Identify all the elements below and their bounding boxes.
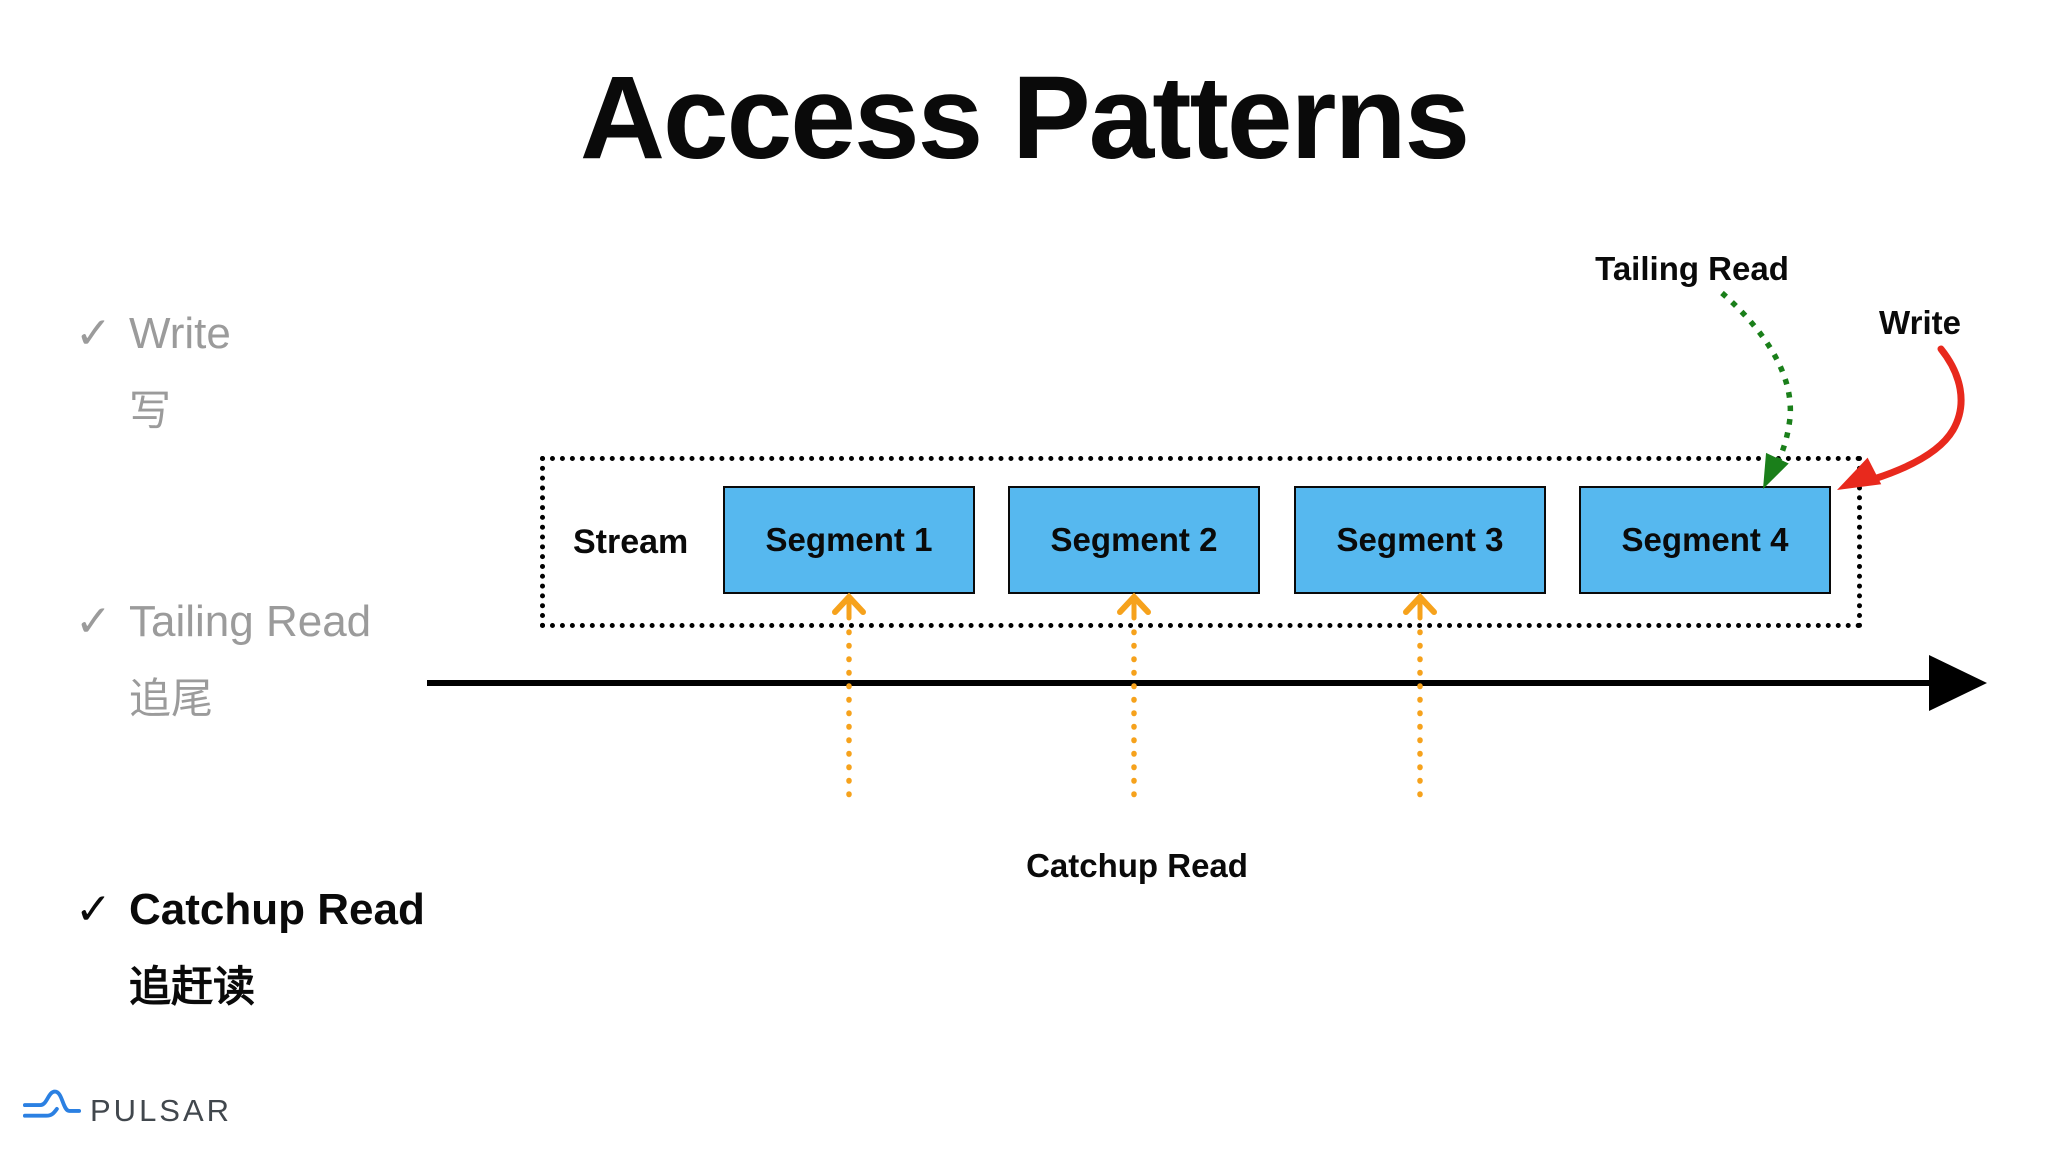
catchup-read-arrow-1 xyxy=(832,592,866,809)
catchup-read-arrow-3 xyxy=(1403,592,1437,809)
segment-1: Segment 1 xyxy=(723,486,975,594)
checklist-label: Write xyxy=(129,309,231,358)
tailing-read-label: Tailing Read xyxy=(1595,250,1789,287)
pulsar-logo-text: PULSAR xyxy=(90,1093,233,1128)
check-icon: ✓ xyxy=(75,597,112,646)
checklist-item-tailing-read: ✓ Tailing Read 追尾 xyxy=(75,596,371,724)
segment-2: Segment 2 xyxy=(1008,486,1260,594)
pulsar-logo: PULSAR xyxy=(22,1084,232,1132)
catchup-read-arrow-2 xyxy=(1117,592,1151,809)
checklist-item-write: ✓ Write 写 xyxy=(75,308,231,436)
stream-label: Stream xyxy=(573,523,689,561)
page-title: Access Patterns xyxy=(579,52,1470,184)
pulsar-logo-icon xyxy=(22,1089,82,1118)
checklist-label: Tailing Read xyxy=(129,597,372,646)
segment-4: Segment 4 xyxy=(1579,486,1831,594)
check-icon: ✓ xyxy=(75,885,112,934)
checklist-label-cjk: 追尾 xyxy=(129,675,214,722)
checklist-label: Catchup Read xyxy=(129,885,425,934)
checklist-label-cjk: 写 xyxy=(129,387,172,434)
segment-3: Segment 3 xyxy=(1294,486,1546,594)
checklist-label-cjk: 追赶读 xyxy=(129,963,256,1010)
checklist-item-catchup-read: ✓ Catchup Read 追赶读 xyxy=(75,884,425,1012)
stream-box: Stream Segment 1 Segment 2 Segment 3 Seg… xyxy=(540,456,1862,628)
check-icon: ✓ xyxy=(75,309,112,358)
catchup-read-label: Catchup Read xyxy=(1026,847,1248,884)
timeline-arrow xyxy=(427,655,1987,711)
write-label: Write xyxy=(1879,304,1961,341)
